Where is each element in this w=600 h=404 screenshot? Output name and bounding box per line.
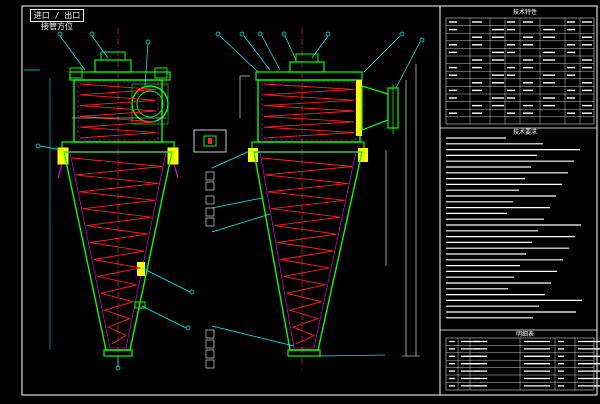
title-block-frame [439, 5, 598, 396]
spec-table-title: 技术特性 [512, 9, 537, 16]
flange-detail [193, 129, 227, 153]
view-title-tag: 进口 / 出口 接管方位 [30, 9, 84, 31]
front-view [24, 28, 195, 371]
notes-title: 技术要求 [512, 129, 537, 136]
parts-table-title: 明细表 [515, 331, 534, 338]
side-view [205, 28, 425, 370]
